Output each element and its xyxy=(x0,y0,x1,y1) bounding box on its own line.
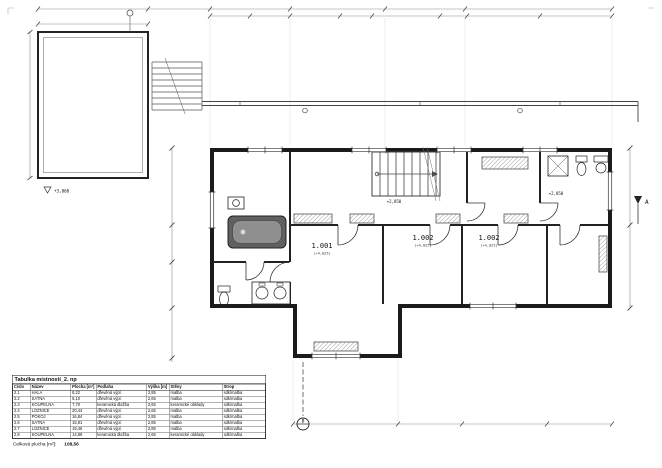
washbasin2 xyxy=(595,162,607,174)
terrace xyxy=(37,9,149,194)
col-header: Plocha [m²] xyxy=(70,384,97,391)
wardrobe xyxy=(481,156,529,170)
room-label-3: 1.002 xyxy=(478,234,499,242)
survey-point-icon xyxy=(126,9,134,17)
total-area-label: Celková plocha [m²]: xyxy=(13,441,57,448)
site-wall xyxy=(202,101,639,122)
section-b-label: B xyxy=(302,419,305,425)
room-sub-2: (+4,025) xyxy=(414,244,431,248)
level-mark-icon xyxy=(43,186,52,194)
table-title: Tabulka místností_2. np xyxy=(12,376,266,384)
total-area-value: 108,56 xyxy=(64,441,79,448)
washbasin-left xyxy=(255,286,269,300)
room-sub-1: (+4,025) xyxy=(313,252,330,256)
windows xyxy=(208,146,614,360)
room-sub-3: (+4,025) xyxy=(480,244,497,248)
doors xyxy=(245,202,581,283)
elevation-terrace: +3,060 xyxy=(54,189,70,194)
exterior-walls xyxy=(210,148,612,358)
col-header: Výška [m] xyxy=(146,384,170,391)
room-table: Tabulka místností_2. np Číslo Název Ploc… xyxy=(12,375,266,463)
bathroom-fixtures xyxy=(217,155,609,307)
room-label-1: 1.001 xyxy=(311,242,332,250)
vanity-counter xyxy=(251,281,291,305)
toilet2-tank xyxy=(575,155,588,163)
shower xyxy=(547,155,569,177)
sheet-corner-marks xyxy=(7,7,654,14)
radiators xyxy=(293,156,608,352)
total-area-line: Celková plocha [m²]: 108,56 xyxy=(12,442,266,448)
elevation-stairs: +2,850 xyxy=(387,199,402,204)
elevation-bath: +2,850 xyxy=(549,191,564,196)
washbasin-small xyxy=(227,196,245,210)
exterior-stairs xyxy=(151,57,203,115)
dimension-lines xyxy=(27,6,633,427)
toilet2 xyxy=(576,162,587,176)
section-a-arrow-icon xyxy=(634,196,642,204)
stair-direction-arrow-icon xyxy=(432,171,438,177)
terrace-outline xyxy=(37,31,149,179)
stairs xyxy=(371,146,441,202)
toilet xyxy=(219,291,229,307)
washbasin-right xyxy=(273,286,287,300)
plan-labels: 1.001 (+4,025) 1.002 (+4,025) 1.002 (+4,… xyxy=(54,189,564,256)
section-a-label: A xyxy=(645,199,649,206)
room-label-2: 1.002 xyxy=(412,234,433,242)
section-markers: A B xyxy=(296,196,649,431)
room-schedule: Číslo Název Plocha [m²] Podlaha Výška [m… xyxy=(12,384,266,439)
